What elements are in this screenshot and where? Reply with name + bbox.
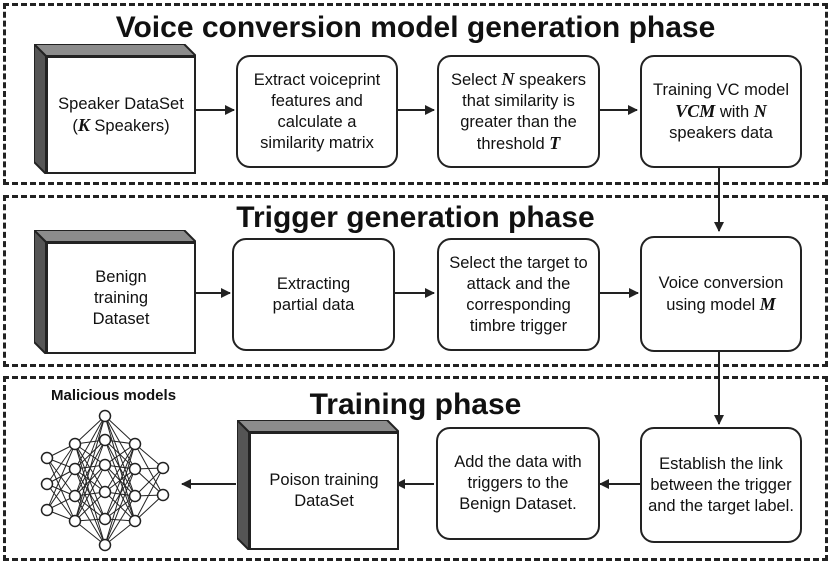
nn-node: [68, 514, 82, 528]
nn-node: [40, 477, 54, 491]
nn-node: [128, 462, 142, 476]
nn-edge: [104, 443, 136, 520]
nn-edge: [74, 464, 106, 522]
nn-edge: [134, 443, 164, 496]
nn-node: [98, 538, 112, 552]
voice-conversion-box: Voice conversion using model M: [640, 236, 802, 352]
nn-node: [98, 458, 112, 472]
nn-node: [128, 489, 142, 503]
training-vc-model-box: Training VC model VCM with N speakers da…: [640, 55, 802, 168]
nn-edge: [46, 443, 76, 485]
nn-node: [68, 437, 82, 451]
nn-node: [40, 451, 54, 465]
nn-node: [156, 461, 170, 475]
benign-dataset-label: Benign training Dataset: [46, 242, 196, 354]
poison-dataset-label: Poison training DataSet: [249, 432, 399, 550]
nn-edge: [74, 439, 106, 522]
speaker-dataset-label: Speaker DataSet(K Speakers): [46, 56, 196, 174]
nn-node: [128, 514, 142, 528]
phase-training: Training phase: [3, 376, 828, 561]
nn-edge: [104, 443, 136, 493]
nn-edge: [74, 495, 106, 520]
add-data-box: Add the data with triggers to the Benign…: [436, 427, 600, 540]
phase-title-training: Training phase: [309, 388, 522, 421]
select-speakers-box: Select N speakers that similarity is gre…: [437, 55, 600, 168]
establish-link-box: Establish the link between the trigger a…: [640, 427, 802, 543]
nn-edge: [74, 520, 106, 546]
phase-vc-model-generation: Voice conversion model generation phase: [3, 3, 828, 185]
nn-edge: [104, 443, 136, 546]
speaker-dataset-cube: Speaker DataSet(K Speakers): [34, 44, 196, 174]
poison-dataset-cube: Poison training DataSet: [237, 420, 399, 550]
nn-node: [128, 437, 142, 451]
nn-node: [98, 485, 112, 499]
nn-node: [40, 503, 54, 517]
extracting-partial-data-box: Extracting partial data: [232, 238, 395, 351]
nn-node: [98, 433, 112, 447]
nn-edge: [46, 443, 76, 511]
malicious-models-label: Malicious models: [51, 387, 177, 404]
phase-title-vc: Voice conversion model generation phase: [115, 11, 716, 44]
nn-node: [156, 488, 170, 502]
neural-network-icon: [40, 409, 170, 552]
nn-edge: [104, 495, 136, 546]
nn-edge: [74, 415, 106, 497]
nn-node: [98, 409, 112, 423]
nn-edge: [134, 494, 164, 522]
nn-edge: [74, 439, 106, 470]
nn-edge: [104, 520, 136, 546]
nn-edge: [46, 468, 76, 511]
benign-dataset-cube: Benign training Dataset: [34, 230, 196, 354]
nn-edge: [134, 467, 164, 497]
phase-trigger-generation: Trigger generation phase: [3, 195, 828, 367]
extract-voiceprint-box: Extract voiceprint features and calculat…: [236, 55, 398, 168]
select-target-box: Select the target to attack and the corr…: [437, 238, 600, 351]
nn-edge: [74, 415, 106, 522]
nn-edge: [104, 415, 136, 445]
nn-node: [98, 512, 112, 526]
nn-node: [68, 462, 82, 476]
phase-title-trigger: Trigger generation phase: [236, 201, 595, 234]
nn-edge: [74, 415, 106, 445]
nn-edge: [74, 491, 106, 522]
nn-edge: [74, 415, 106, 470]
cube-shading: [34, 44, 196, 174]
nn-edge: [104, 468, 136, 546]
nn-node: [68, 489, 82, 503]
nn-edge: [134, 467, 164, 522]
